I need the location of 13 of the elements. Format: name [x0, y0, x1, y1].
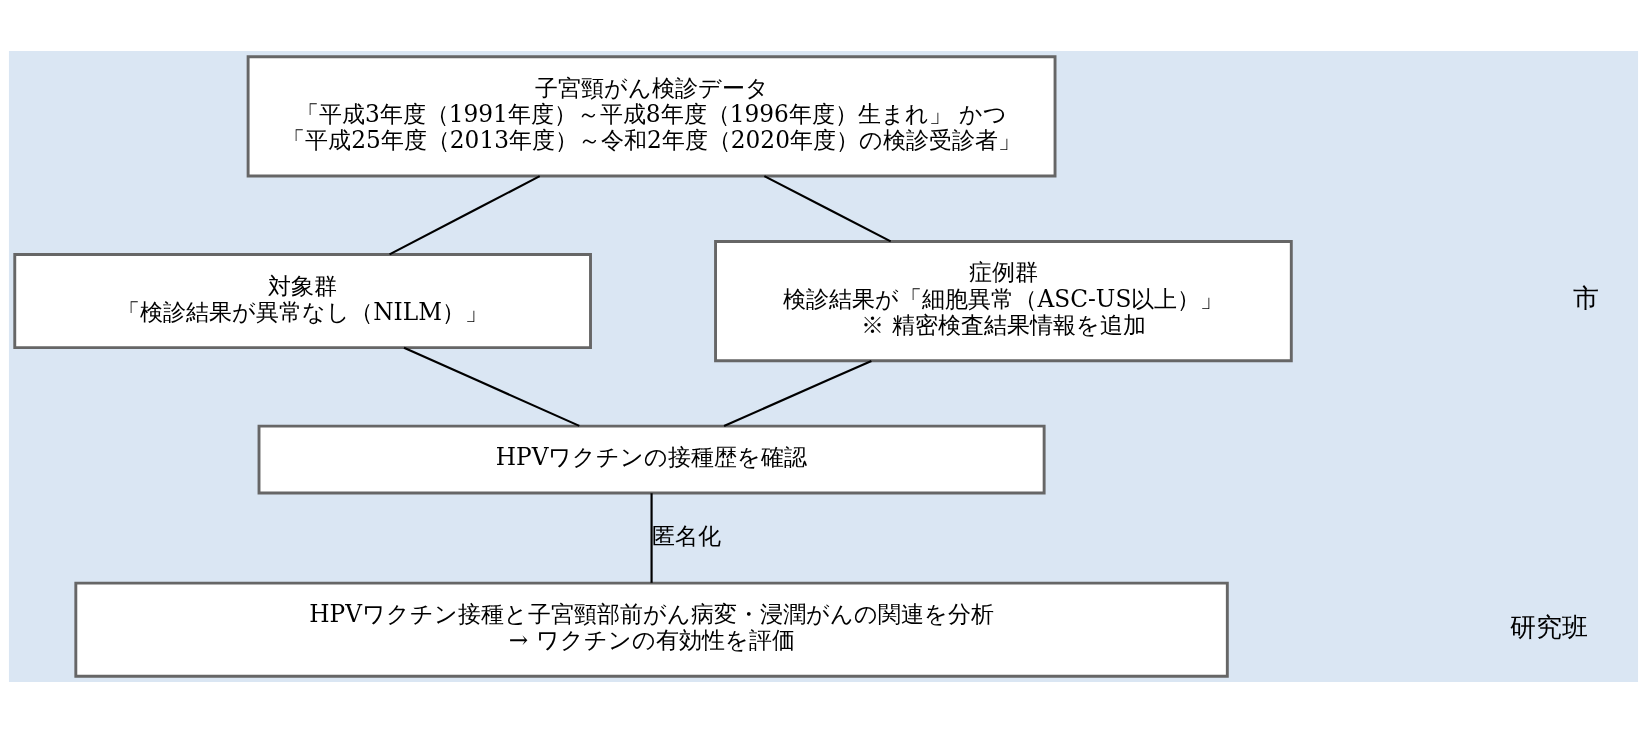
- node-box: HPVワクチン接種と子宮頸部前がん病変・浸潤がんの関連を分析 → ワクチンの有効性を評価: [74, 581, 1229, 678]
- connector: [723, 359, 872, 427]
- node-box: 対象群 「検診結果が異常なし（NILM）」: [13, 252, 592, 349]
- node-box: 子宮頸がん検診データ 「平成3年度（1991年度）～平成8年度（1996年度）生まれ」 かつ 「平成25年度（2013年度）～令和2年度（2020年度）の検診受診者」: [246, 54, 1057, 177]
- node-box: 症例群 検診結果が「細胞異常（ASC-US以上）」 ※ 精密検査結果情報を追加: [714, 239, 1293, 362]
- node-box: HPVワクチンの接種歴を確認: [257, 424, 1046, 494]
- connector: [403, 346, 580, 427]
- label: 市: [1573, 282, 1600, 313]
- connector: [650, 492, 653, 583]
- connector: [389, 174, 541, 255]
- edge-label: 匿名化: [651, 521, 721, 549]
- label: 研究班: [1509, 611, 1588, 642]
- connector: [763, 174, 892, 242]
